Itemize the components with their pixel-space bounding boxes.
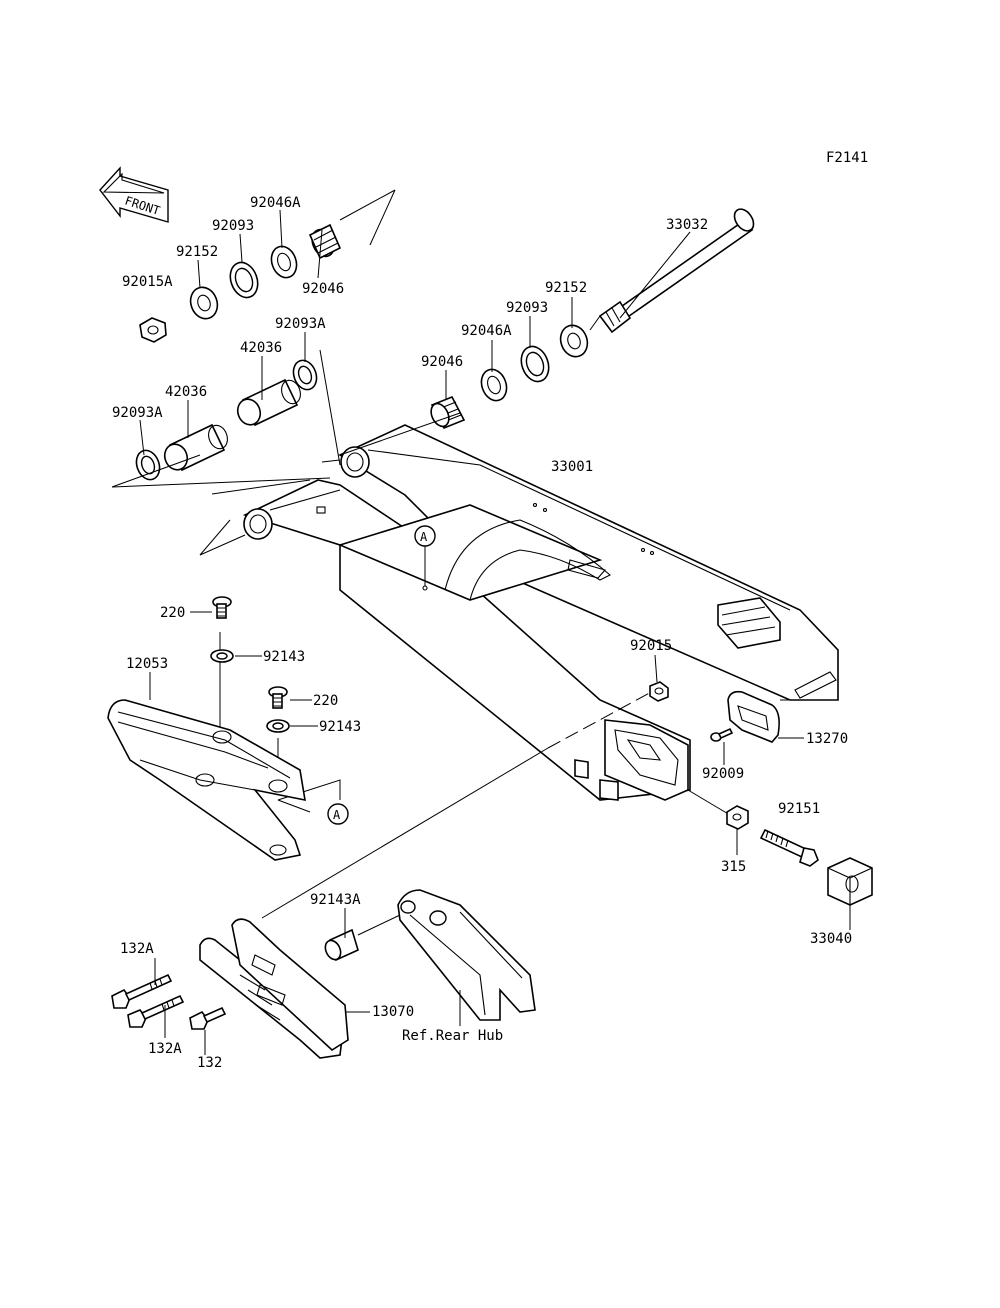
- pivot-shaft: [598, 208, 755, 334]
- label-132A-a: 132A: [120, 941, 154, 957]
- bolt-132A-a: [111, 973, 173, 1009]
- bolt-132: [189, 1006, 227, 1030]
- label-92009: 92009: [702, 766, 744, 782]
- label-132: 132: [197, 1055, 222, 1071]
- label-92015A: 92015A: [122, 274, 173, 290]
- assembly-lines: [111, 189, 790, 936]
- nut-92015: [649, 681, 669, 702]
- label-33040: 33040: [810, 931, 852, 947]
- washer-92143-a: [210, 649, 234, 663]
- washer-92143-b: [266, 719, 290, 733]
- screw-220-b: [268, 686, 288, 709]
- callout-a-upper: A: [414, 525, 436, 586]
- label-92093-top: 92093: [212, 218, 254, 234]
- label-220-b: 220: [313, 693, 338, 709]
- figure-code: F2141: [826, 150, 868, 166]
- nut-315: [726, 805, 749, 830]
- label-92046A-top: 92046A: [250, 195, 301, 211]
- adjuster-plate-13270: [727, 690, 780, 743]
- label-33032: 33032: [666, 217, 708, 233]
- bolt-92151: [759, 828, 819, 867]
- rear-hub-bracket: [397, 889, 536, 1021]
- part-labels: 33032 92046A 92093 92152 92015A 92046 92…: [112, 195, 852, 1071]
- label-92143A: 92143A: [310, 892, 361, 908]
- label-92015: 92015: [630, 638, 672, 654]
- label-92046-top: 92046: [302, 281, 344, 297]
- label-92093-mid: 92093: [506, 300, 548, 316]
- label-42036-b: 42036: [165, 384, 207, 400]
- label-92152-top: 92152: [176, 244, 218, 260]
- label-12053: 12053: [126, 656, 168, 672]
- label-13070: 13070: [372, 1004, 414, 1020]
- label-92093A-top: 92093A: [275, 316, 326, 332]
- mid-bearing-cluster: [430, 324, 589, 430]
- label-220-a: 220: [160, 605, 185, 621]
- screw-92009: [710, 727, 734, 742]
- svg-text:A: A: [420, 530, 428, 544]
- front-arrow-icon: FRONT: [99, 166, 169, 223]
- upper-bearing-cluster: [135, 223, 342, 481]
- label-13270: 13270: [806, 731, 848, 747]
- callout-a-lower: A: [327, 803, 349, 825]
- screw-220-a: [212, 596, 232, 619]
- label-92046A-mid: 92046A: [461, 323, 512, 339]
- label-ref-rear-hub: Ref.Rear Hub: [402, 1028, 503, 1044]
- label-33001: 33001: [551, 459, 593, 475]
- label-92143-a: 92143: [263, 649, 305, 665]
- label-92046-mid: 92046: [421, 354, 463, 370]
- collar-92143A: [324, 928, 359, 962]
- label-92143-b: 92143: [319, 719, 361, 735]
- swingarm-body: [242, 424, 839, 801]
- label-92152-mid: 92152: [545, 280, 587, 296]
- leader-lines: [139, 209, 851, 1055]
- label-315: 315: [721, 859, 746, 875]
- svg-text:A: A: [333, 808, 341, 822]
- chain-guide-12053: [107, 699, 306, 861]
- label-42036-a: 42036: [240, 340, 282, 356]
- label-92093A-left: 92093A: [112, 405, 163, 421]
- label-132A-b: 132A: [148, 1041, 182, 1057]
- label-92151: 92151: [778, 801, 820, 817]
- block-33040: [827, 857, 873, 906]
- bolt-132A-b: [127, 994, 185, 1028]
- chain-guide-plate-13070: [199, 918, 349, 1059]
